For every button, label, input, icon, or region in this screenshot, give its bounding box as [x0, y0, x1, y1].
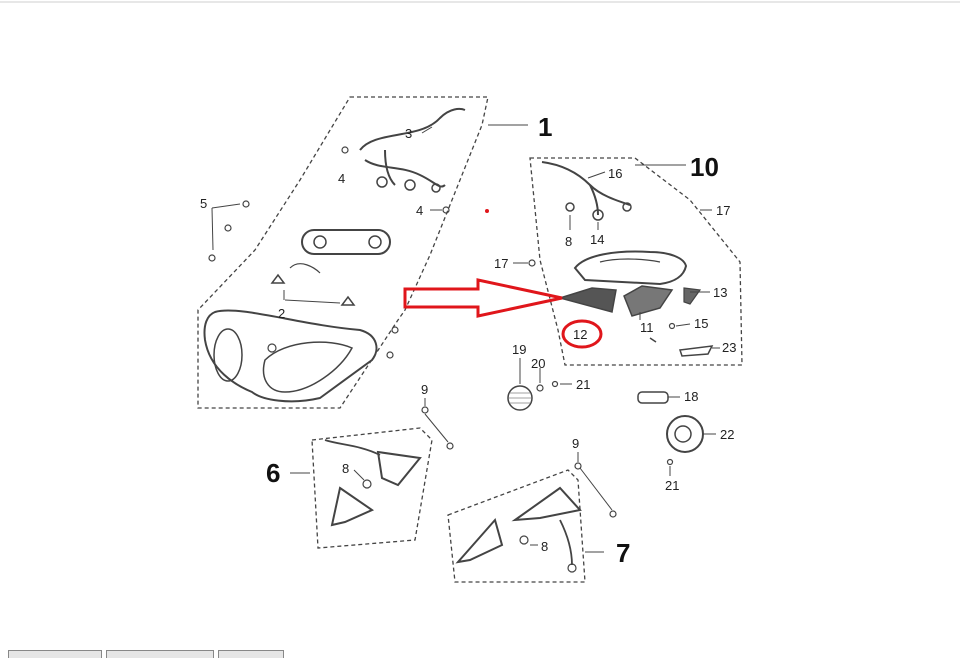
callout-5: 5	[200, 196, 207, 211]
callout-12: 12	[573, 327, 587, 342]
red-circle-marker-icon	[561, 319, 603, 349]
callout-15: 15	[694, 316, 708, 331]
callout-16: 16	[608, 166, 622, 181]
callout-20: 20	[531, 356, 545, 371]
callout-19: 19	[512, 342, 526, 357]
callout-1: 1	[538, 112, 552, 142]
callout-21-a: 21	[576, 377, 590, 392]
callout-17-b: 17	[494, 256, 508, 271]
group-7-indicator	[447, 452, 617, 583]
callout-13: 13	[713, 285, 727, 300]
callout-17-a: 17	[716, 203, 730, 218]
callout-labels: 1 10 6 7 3 4 4 5 2 16 17 8 14 17 13 12 1…	[200, 112, 736, 568]
callout-23: 23	[722, 340, 736, 355]
bottom-tab-1[interactable]	[8, 650, 102, 658]
group-6-indicator	[290, 398, 454, 549]
callout-18: 18	[684, 389, 698, 404]
callout-8-c: 8	[541, 539, 548, 554]
group-1-headlight	[197, 96, 528, 409]
callout-22: 22	[720, 427, 734, 442]
group-10-taillight	[513, 157, 743, 366]
callout-2: 2	[278, 306, 285, 321]
callout-6: 6	[266, 458, 280, 488]
callout-3: 3	[405, 126, 412, 141]
bottom-tab-2[interactable]	[106, 650, 214, 658]
callout-7: 7	[616, 538, 630, 568]
callout-21-b: 21	[665, 478, 679, 493]
callout-10: 10	[690, 152, 719, 182]
red-outline-arrow-icon	[403, 278, 563, 318]
bottom-tab-3[interactable]	[218, 650, 284, 658]
misc-parts	[507, 358, 716, 476]
callout-14: 14	[590, 232, 604, 247]
callout-4-a: 4	[338, 171, 345, 186]
callout-8-a: 8	[565, 234, 572, 249]
callout-11: 11	[640, 320, 654, 335]
callout-8-b: 8	[342, 461, 349, 476]
callout-4-b: 4	[416, 203, 423, 218]
callout-9-a: 9	[421, 382, 428, 397]
red-dot-mark	[485, 209, 489, 213]
callout-9-b: 9	[572, 436, 579, 451]
